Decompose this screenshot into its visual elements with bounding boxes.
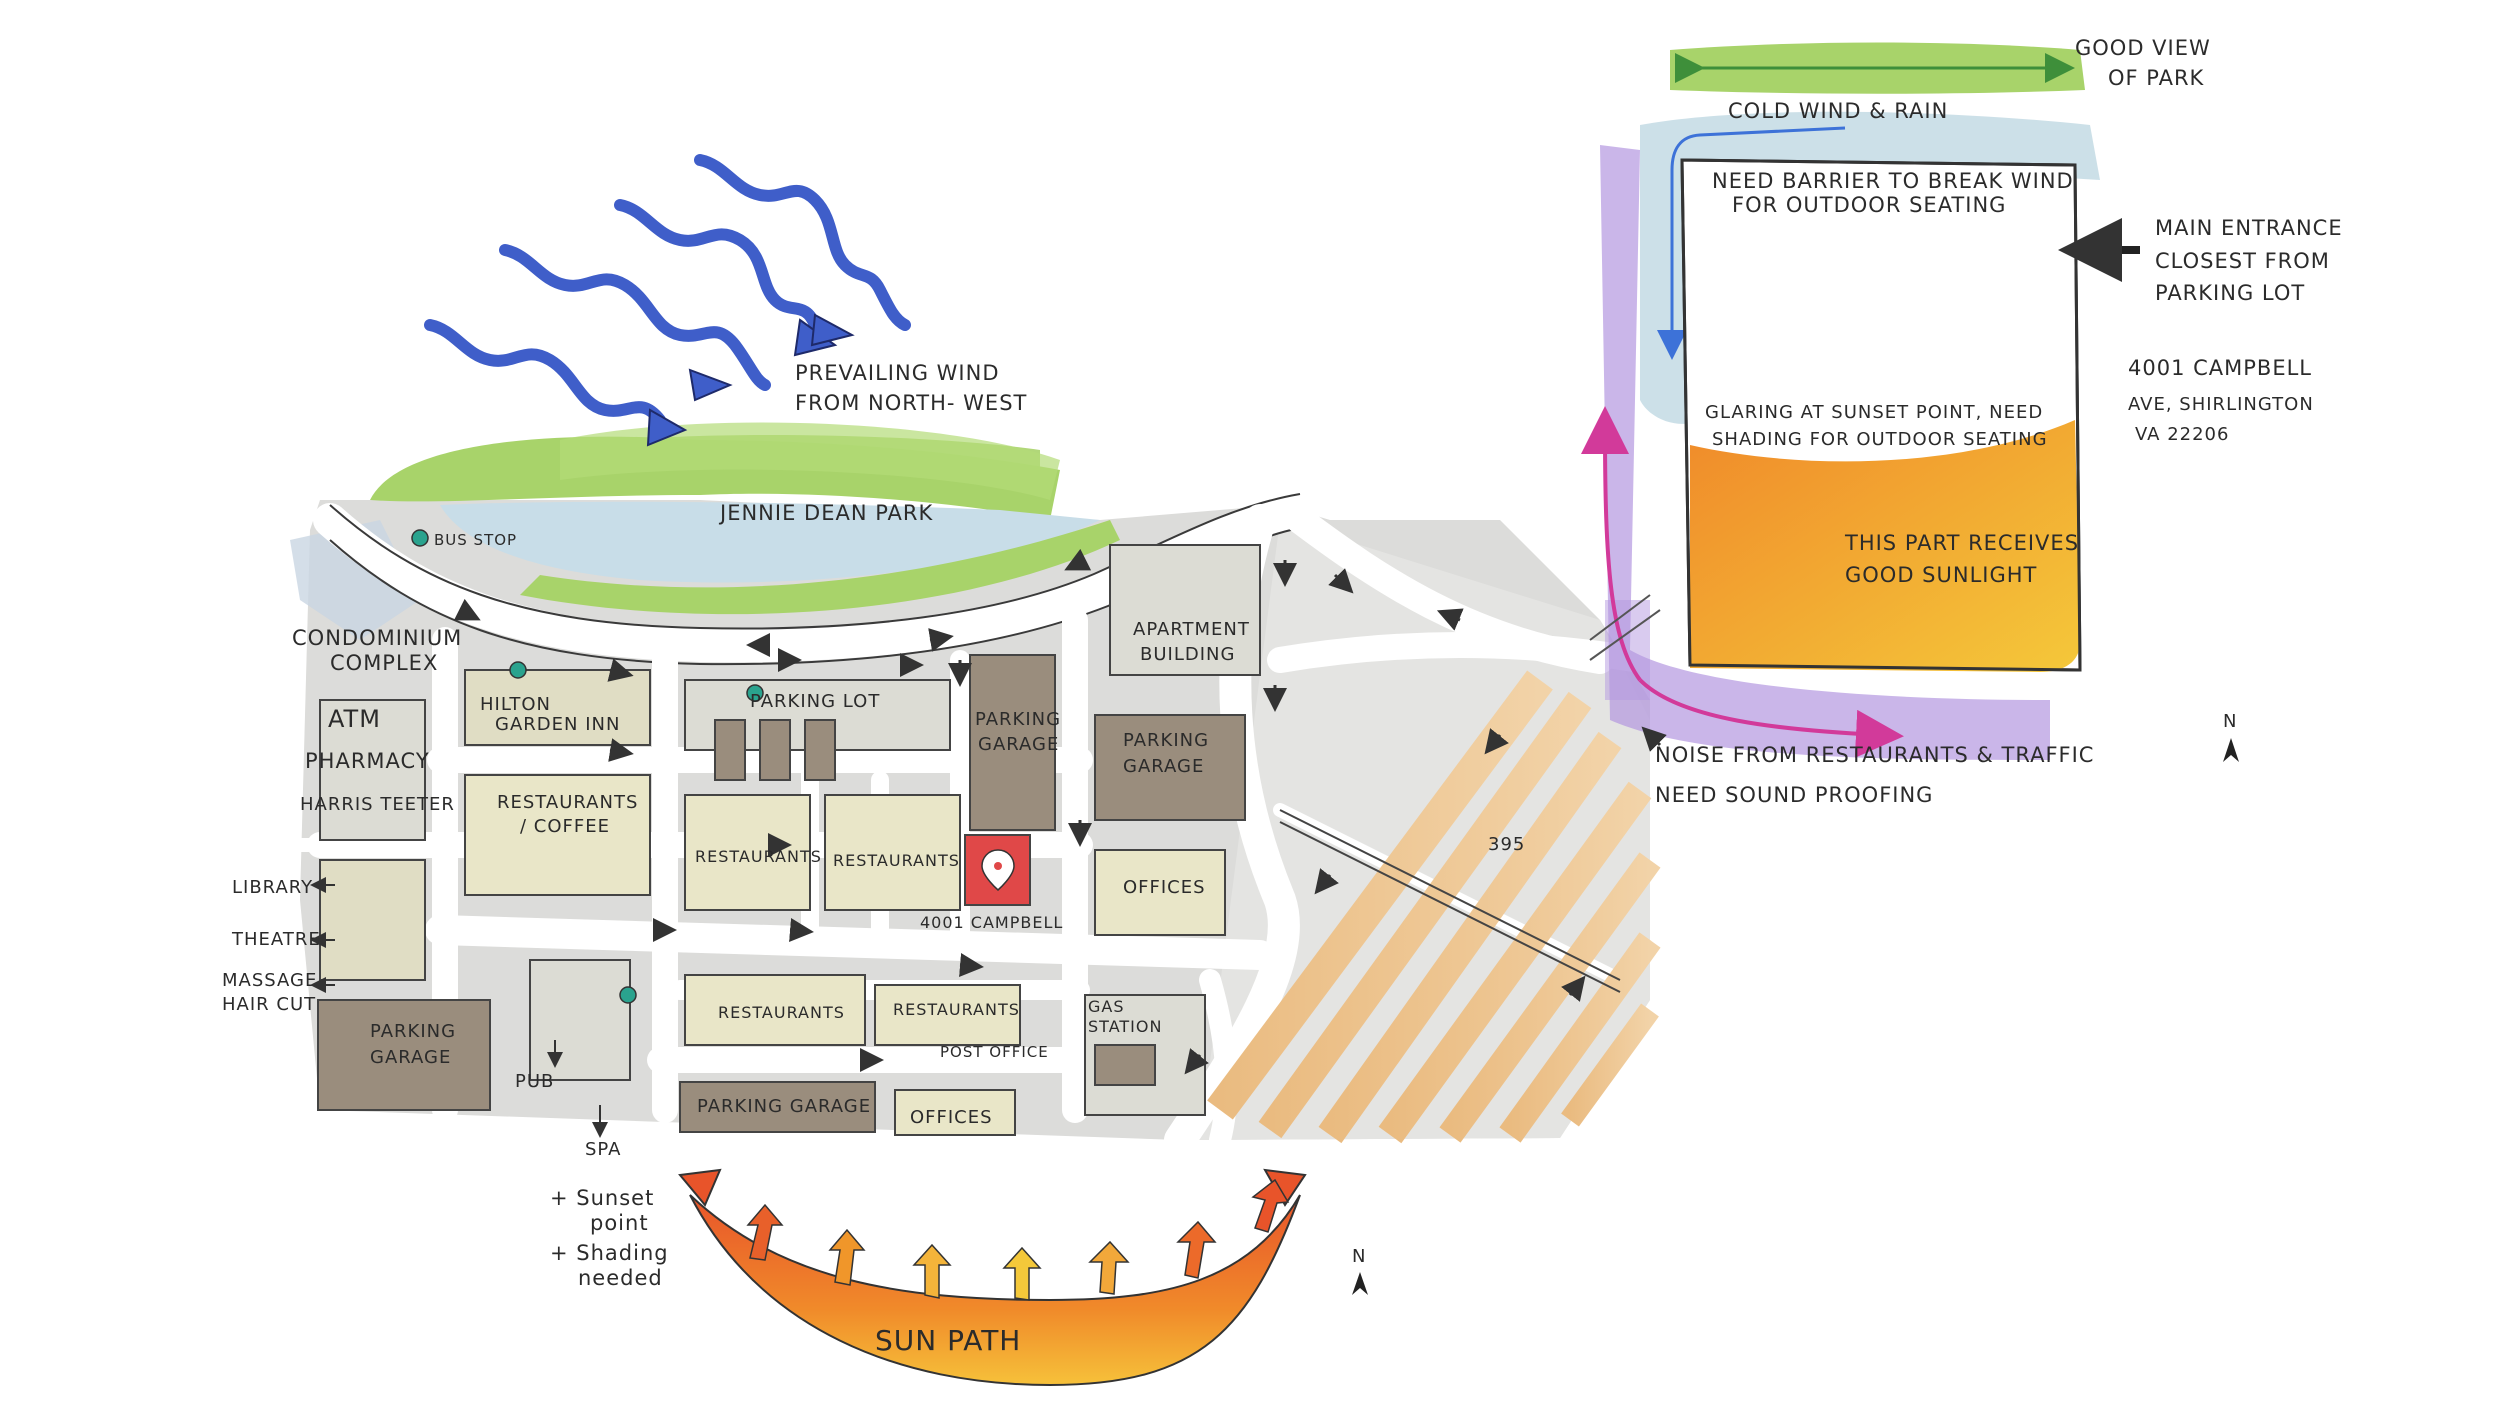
- bus-stop-icon[interactable]: [619, 986, 637, 1004]
- glare-label: GLARING AT SUNSET POINT, NEED: [1705, 402, 2043, 423]
- theatre-label: THEATRE: [231, 929, 321, 950]
- barrier-label: NEED BARRIER TO BREAK WIND: [1712, 169, 2074, 193]
- restaurants-coffee-label: RESTAURANTS: [497, 792, 638, 813]
- highway-395: 395: [1207, 670, 1661, 1144]
- spa-label: SPA: [585, 1139, 621, 1160]
- gas-station-label-2: STATION: [1088, 1017, 1162, 1036]
- block-parking-garage-left: [317, 999, 491, 1111]
- pharmacy-label: PHARMACY: [305, 749, 430, 773]
- sun-note-2b: needed: [578, 1266, 663, 1290]
- entrance-label-3: PARKING LOT: [2155, 281, 2305, 305]
- block-restaurants-c: [684, 974, 866, 1046]
- address-label-2: AVE, SHIRLINGTON: [2128, 394, 2314, 415]
- sun-path: SUN PATH: [678, 1168, 1307, 1387]
- restaurants-d-label: RESTAURANTS: [893, 1000, 1020, 1019]
- bus-stop-icon[interactable]: [746, 684, 764, 702]
- svg-text:N: N: [2223, 711, 2237, 732]
- library-label: LIBRARY: [232, 877, 313, 898]
- glare-label-2: SHADING FOR OUTDOOR SEATING: [1712, 429, 2048, 450]
- wind-label-2: FROM NORTH- WEST: [795, 391, 1027, 415]
- condo-label: CONDOMINIUM: [292, 626, 462, 650]
- hilton-label-2: GARDEN INN: [495, 714, 620, 735]
- noise-label-2: NEED SOUND PROOFING: [1655, 783, 1933, 807]
- block-restaurants-d: [874, 984, 1021, 1046]
- block-offices-right: [1094, 849, 1226, 936]
- offices-bottom-label: OFFICES: [910, 1107, 993, 1128]
- north-arrow-icon-site: N: [2223, 711, 2239, 762]
- bus-stop-label: BUS STOP: [434, 531, 517, 549]
- site-diagram: GOOD VIEW OF PARK COLD WIND & RAIN NEED …: [1581, 36, 2343, 807]
- restaurants-a-label: RESTAURANTS: [695, 847, 822, 866]
- svg-text:N: N: [1352, 1246, 1366, 1267]
- sunlight-label: THIS PART RECEIVES: [1844, 531, 2079, 555]
- massage-label: MASSAGE: [222, 970, 317, 991]
- parking-lot-label: PARKING LOT: [750, 691, 880, 712]
- apartment-label: APARTMENT: [1133, 619, 1250, 640]
- prevailing-wind-arrows: [424, 154, 911, 447]
- block-parking-garage-tall: [969, 654, 1056, 831]
- north-arrow-icon: N: [1352, 1246, 1368, 1295]
- restaurants-c-label: RESTAURANTS: [718, 1003, 845, 1022]
- block-parking-garage-right: [1094, 714, 1246, 821]
- gas-station-label: GAS: [1088, 997, 1125, 1016]
- block-apartment: [1109, 544, 1261, 676]
- site-address-label: 4001 CAMPBELL: [920, 913, 1063, 932]
- block-restaurants-coffee: [464, 774, 651, 896]
- sun-note-1b: point: [590, 1211, 649, 1235]
- bus-stop-icon[interactable]: [509, 661, 527, 679]
- parking-garage-left-label: PARKING: [370, 1021, 456, 1042]
- city-blocks: [317, 544, 1261, 1136]
- block-atm-pharmacy: [319, 699, 426, 841]
- parking-garage-tall-label-2: GARAGE: [978, 734, 1059, 755]
- sun-note-2: + Shading: [550, 1241, 669, 1265]
- barrier-label-2: FOR OUTDOOR SEATING: [1732, 193, 2006, 217]
- restaurants-b-label: RESTAURANTS: [833, 851, 960, 870]
- bus-stop-icon[interactable]: [411, 529, 429, 547]
- parking-garage-right-label-2: GARAGE: [1123, 756, 1204, 777]
- sun-path-label: SUN PATH: [875, 1324, 1021, 1357]
- pub-label: PUB: [515, 1071, 554, 1092]
- parking-garage-left-label-2: GARAGE: [370, 1047, 451, 1068]
- highway-label: 395: [1488, 834, 1525, 855]
- block-parking-garage-bottom: [679, 1081, 876, 1133]
- block-hilton: [464, 669, 651, 746]
- harris-teeter-label: HARRIS TEETER: [300, 794, 455, 815]
- cold-wind-label: COLD WIND & RAIN: [1728, 99, 1948, 123]
- entrance-label: MAIN ENTRANCE: [2155, 216, 2343, 240]
- condo-label-2: COMPLEX: [330, 651, 438, 675]
- address-label-3: VA 22206: [2135, 424, 2229, 445]
- offices-right-label: OFFICES: [1123, 877, 1206, 898]
- parking-garage-bottom-label: PARKING GARAGE: [697, 1096, 871, 1117]
- apartment-label-2: BUILDING: [1140, 644, 1235, 665]
- post-office-label: POST OFFICE: [940, 1043, 1049, 1061]
- location-pin-icon: [981, 849, 1015, 891]
- park-label: JENNIE DEAN PARK: [718, 501, 933, 525]
- bus-stops: [411, 529, 764, 1004]
- traffic-arrows: [453, 548, 1586, 1075]
- map-labels: BUS STOP CONDOMINIUM COMPLEX ATM PHARMAC…: [222, 531, 1250, 1160]
- parking-garage-tall-label: PARKING: [975, 709, 1061, 730]
- haircut-label: HAIR CUT: [222, 994, 316, 1015]
- wind-label: PREVAILING WIND: [795, 361, 1000, 385]
- block-offices-bottom: [894, 1089, 1016, 1136]
- entrance-label-2: CLOSEST FROM: [2155, 249, 2330, 273]
- noise-label: NOISE FROM RESTAURANTS & TRAFFIC: [1655, 743, 2094, 767]
- restaurants-coffee-label-2: / COFFEE: [520, 816, 610, 837]
- block-restaurants-b: [824, 794, 961, 911]
- atm-label: ATM: [328, 705, 381, 733]
- block-library: [319, 859, 426, 981]
- sunlight-label-2: GOOD SUNLIGHT: [1845, 563, 2037, 587]
- good-view-label-2: OF PARK: [2108, 66, 2205, 90]
- address-label: 4001 CAMPBELL: [2128, 356, 2312, 380]
- block-pub: [529, 959, 631, 1081]
- parking-garage-right-label: PARKING: [1123, 730, 1209, 751]
- sun-note-1: + Sunset: [550, 1186, 654, 1210]
- hilton-label: HILTON: [480, 694, 551, 715]
- jennie-dean-park: JENNIE DEAN PARK: [370, 422, 1120, 615]
- good-view-label: GOOD VIEW: [2075, 36, 2211, 60]
